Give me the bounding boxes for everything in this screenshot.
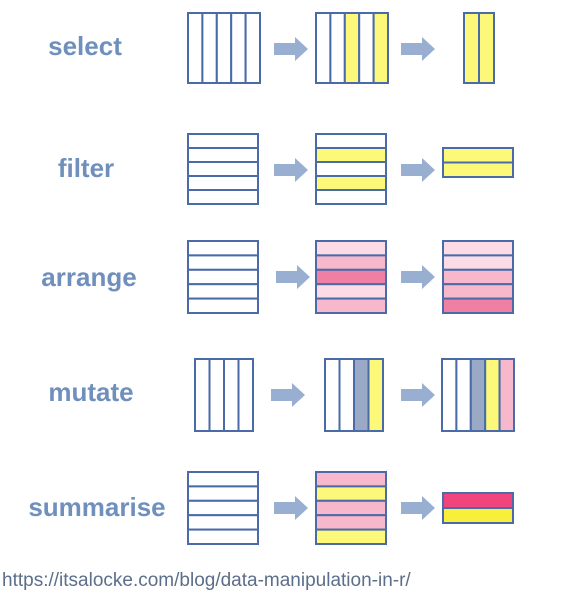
right-arrow-icon: [274, 496, 308, 520]
row-cell: [442, 161, 514, 178]
table-summarise-step-3: [442, 492, 514, 524]
row-cell: [442, 283, 514, 300]
row-cell: [442, 492, 514, 509]
row-cell: [315, 189, 387, 205]
column-cell: [329, 12, 346, 84]
column-cell: [338, 358, 355, 432]
column-cell: [367, 358, 384, 432]
column-cell: [215, 12, 233, 84]
column-cell: [223, 358, 240, 432]
right-arrow-icon: [271, 383, 305, 407]
row-cell: [315, 283, 387, 300]
row-cell: [187, 133, 259, 149]
row-cell: [315, 514, 387, 531]
table-arrange-step-3: [442, 240, 514, 315]
right-arrow-icon: [274, 37, 308, 61]
row-cell: [187, 485, 259, 502]
row-cell: [187, 254, 259, 271]
row-cell: [187, 283, 259, 300]
column-cell: [324, 358, 341, 432]
column-cell: [201, 12, 218, 84]
column-cell: [187, 12, 204, 84]
column-cell: [208, 358, 225, 432]
row-cell: [315, 161, 387, 177]
row-cell: [315, 147, 387, 163]
column-cell: [315, 12, 332, 84]
table-arrange-step-2: [315, 240, 387, 315]
row-cell: [442, 254, 514, 271]
row-cell: [442, 268, 514, 286]
table-mutate-step-2: [324, 358, 384, 432]
row-cell: [315, 133, 387, 149]
right-arrow-icon: [276, 265, 310, 289]
row-cell: [315, 485, 387, 502]
row-cell: [187, 189, 259, 205]
row-cell: [315, 254, 387, 271]
row-cell: [187, 161, 259, 177]
source-url[interactable]: https://itsalocke.com/blog/data-manipula…: [2, 570, 411, 591]
right-arrow-icon: [401, 265, 435, 289]
right-arrow-icon: [274, 158, 308, 182]
verb-label-select: select: [48, 31, 122, 61]
row-cell: [315, 297, 387, 315]
column-cell: [441, 358, 458, 432]
table-select-step-2: [315, 12, 390, 84]
row-cell: [315, 471, 387, 488]
column-cell: [455, 358, 472, 432]
row-cell: [187, 514, 259, 531]
row-cell: [187, 471, 259, 488]
column-cell: [194, 358, 211, 432]
row-cell: [187, 175, 259, 191]
verb-label-mutate: mutate: [48, 377, 133, 407]
table-summarise-step-1: [187, 471, 259, 545]
table-arrange-step-1: [187, 240, 259, 315]
table-select-step-3: [463, 12, 495, 84]
column-cell: [237, 358, 254, 432]
row-cell: [315, 528, 387, 545]
row-cell: [187, 297, 259, 315]
right-arrow-icon: [401, 383, 435, 407]
column-cell: [353, 358, 370, 432]
table-mutate-step-1: [194, 358, 254, 432]
row-cell: [187, 147, 259, 163]
right-arrow-icon: [401, 496, 435, 520]
row-cell: [442, 240, 514, 257]
row-cell: [315, 240, 387, 257]
row-cell: [442, 507, 514, 524]
table-filter-step-3: [442, 147, 514, 178]
row-cell: [315, 499, 387, 517]
table-filter-step-1: [187, 133, 259, 205]
verb-label-summarise: summarise: [28, 492, 165, 522]
column-cell: [230, 12, 247, 84]
row-cell: [442, 297, 514, 315]
column-cell: [463, 12, 480, 84]
column-cell: [469, 358, 487, 432]
column-cell: [498, 358, 516, 432]
column-cell: [484, 358, 501, 432]
right-arrow-icon: [401, 37, 435, 61]
column-cell: [372, 12, 390, 84]
table-select-step-1: [187, 12, 262, 84]
row-cell: [187, 528, 259, 545]
column-cell: [244, 12, 262, 84]
verb-label-filter: filter: [58, 153, 114, 183]
right-arrow-icon: [401, 158, 435, 182]
row-cell: [187, 240, 259, 257]
column-cell: [478, 12, 495, 84]
row-cell: [315, 268, 387, 286]
table-filter-step-2: [315, 133, 387, 205]
row-cell: [187, 499, 259, 517]
table-summarise-step-2: [315, 471, 387, 545]
row-cell: [315, 175, 387, 191]
column-cell: [358, 12, 375, 84]
verb-label-arrange: arrange: [41, 262, 136, 292]
row-cell: [442, 147, 514, 164]
row-cell: [187, 268, 259, 286]
table-mutate-step-3: [441, 358, 516, 432]
column-cell: [343, 12, 361, 84]
